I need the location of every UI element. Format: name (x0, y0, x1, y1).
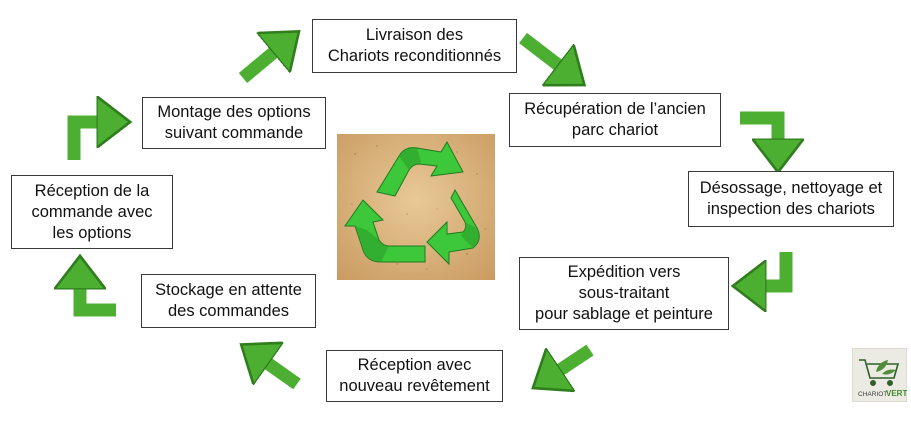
step-reception-commande-label: Réception de la commande avec les option… (31, 181, 153, 242)
step-reception-revetement-label: Réception avec nouveau revêtement (339, 356, 490, 395)
step-recuperation: Récupération de l’ancien parc chariot (509, 93, 721, 147)
step-expedition: Expédition vers sous-traitant pour sabla… (519, 257, 729, 330)
step-stockage-label: Stockage en attente des commandes (155, 281, 302, 320)
step-desossage: Désossage, nettoyage et inspection des c… (688, 171, 894, 227)
step-reception-revetement: Réception avec nouveau revêtement (326, 350, 503, 402)
step-montage: Montage des options suivant commande (142, 97, 326, 149)
arrow-stockage-to-reception-commande (80, 274, 116, 317)
arrow-montage-to-livraison (238, 43, 285, 83)
arrow-livraison-to-recuperation (519, 32, 570, 74)
shopping-cart-icon (859, 359, 900, 386)
step-stockage: Stockage en attente des commandes (141, 274, 316, 328)
step-expedition-label: Expédition vers sous-traitant pour sabla… (535, 263, 713, 323)
step-livraison: Livraison des Chariots reconditionnés (312, 19, 517, 73)
arrow-desossage-to-expedition (751, 252, 793, 286)
step-recuperation-label: Récupération de l’ancien parc chariot (524, 100, 706, 139)
arrow-expedition-to-reception (548, 344, 594, 378)
recycle-icon (337, 134, 495, 280)
chariot-vert-logo: CHARIOT VERT (852, 348, 907, 402)
arrow-reception-to-stockage (256, 355, 301, 390)
step-reception-commande: Réception de la commande avec les option… (11, 175, 173, 249)
arrow-recuperation-to-desossage (740, 111, 778, 154)
logo-text-vert: VERT (886, 389, 907, 398)
logo-text-chariot: CHARIOT (858, 391, 887, 398)
step-montage-label: Montage des options suivant commande (157, 103, 311, 142)
step-desossage-label: Désossage, nettoyage et inspection des c… (699, 179, 883, 218)
arrow-reception-commande-to-montage (67, 122, 112, 160)
step-livraison-label: Livraison des Chariots reconditionnés (327, 26, 502, 65)
